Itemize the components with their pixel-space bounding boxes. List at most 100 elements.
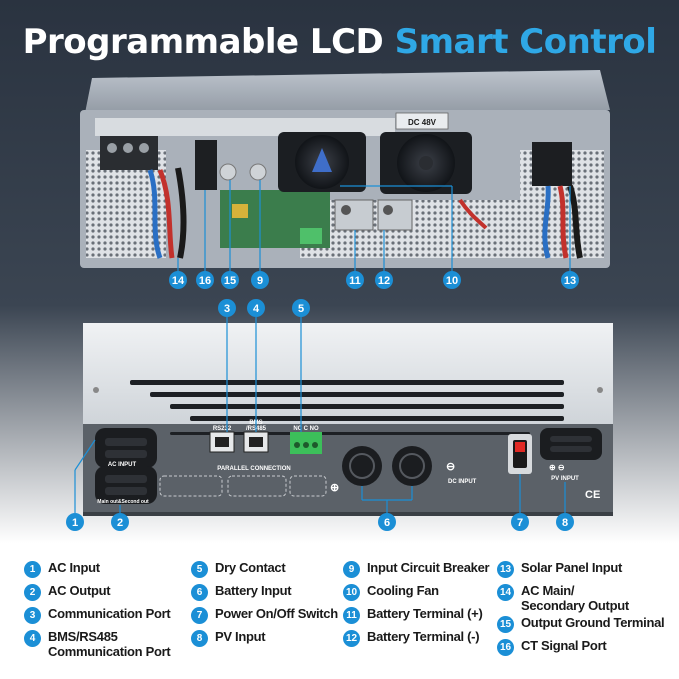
parallel-port-left [159, 475, 223, 497]
fan-logo-icon [312, 148, 332, 172]
callout-16: 16 [196, 271, 214, 289]
legend-number: 1 [24, 561, 41, 578]
headline-part2: Smart Control [394, 22, 657, 62]
screw-icon [597, 387, 603, 393]
parallel-port-right [289, 475, 327, 497]
dc48v-text: DC 48V [408, 118, 437, 127]
legend-number: 8 [191, 630, 208, 647]
legend-item: 12 Battery Terminal (-) [343, 629, 480, 647]
ac-terminal-block [100, 136, 158, 170]
ground-terminal [219, 163, 237, 181]
leader-lines [74, 180, 571, 513]
dc-minus-connector [392, 446, 432, 486]
legend-label: Battery Terminal (+) [367, 606, 483, 621]
minus-sign: ⊖ [446, 461, 455, 473]
legend-item: 10 Cooling Fan [343, 583, 439, 601]
screw-icon [93, 387, 99, 393]
svg-text:4: 4 [253, 303, 260, 315]
red-wire [157, 169, 175, 259]
battery-terminal-plus [334, 199, 374, 231]
svg-text:3: 3 [224, 303, 230, 315]
black-wire [175, 167, 187, 259]
pcb-connector [300, 228, 322, 244]
legend-label: Dry Contact [215, 560, 286, 575]
legend-label: Cooling Fan [367, 583, 439, 598]
parallel-port-mid [227, 475, 287, 497]
svg-text:11: 11 [349, 275, 361, 287]
callout-6: 6 [378, 513, 396, 531]
legend-item: 4 BMS/RS485 Communication Port [24, 629, 171, 659]
legend-label: Solar Panel Input [521, 560, 623, 575]
breaker-knob [249, 163, 267, 181]
legend-item: 8 PV Input [191, 629, 266, 647]
vent-slots [130, 380, 564, 421]
svg-text:5: 5 [298, 303, 304, 315]
svg-text:1: 1 [72, 517, 78, 529]
legend-number: 12 [343, 630, 360, 647]
callout-13: 13 [561, 271, 579, 289]
cooling-fans [278, 132, 472, 194]
legend-number: 7 [191, 607, 208, 624]
legend-number: 11 [343, 607, 360, 624]
callout-14: 14 [169, 271, 187, 289]
legend-label: CT Signal Port [521, 638, 607, 653]
legend-number: 15 [497, 616, 514, 633]
legend-label: Battery Terminal (-) [367, 629, 480, 644]
legend-number: 13 [497, 561, 514, 578]
legend-label: Output Ground Terminal [521, 615, 665, 630]
pv-input-text: PV INPUT [551, 476, 579, 482]
screw-icon [139, 143, 149, 153]
legend: 1 AC Input 2 AC Output 3 Communication P… [0, 552, 679, 679]
pv-input-socket [540, 428, 602, 460]
svg-text:8: 8 [562, 517, 568, 529]
svg-text:7: 7 [517, 517, 523, 529]
callout-1: 1 [66, 513, 84, 531]
screw-icon [123, 143, 133, 153]
headline: Programmable LCD Smart Control [0, 22, 679, 62]
legend-item: 2 AC Output [24, 583, 111, 601]
callout-10: 10 [443, 271, 461, 289]
callout-7: 7 [511, 513, 529, 531]
callout-2: 2 [111, 513, 129, 531]
svg-text:16: 16 [199, 275, 211, 287]
callout-3: 3 [218, 299, 236, 317]
legend-item: 11 Battery Terminal (+) [343, 606, 483, 624]
svg-text:14: 14 [172, 275, 185, 287]
legend-number: 3 [24, 607, 41, 624]
legend-label: AC Main/ Secondary Output [521, 583, 629, 613]
callout-markers: 14 16 15 9 11 12 10 13 3 4 5 1 2 6 7 8 [66, 271, 579, 531]
legend-item: 14 AC Main/ Secondary Output [497, 583, 629, 613]
blue-wire [147, 169, 163, 259]
ct-port [195, 140, 217, 190]
legend-label: AC Input [48, 560, 100, 575]
pv-terminal-block [532, 142, 572, 186]
legend-number: 16 [497, 639, 514, 656]
svg-text:13: 13 [564, 275, 576, 287]
legend-label: Battery Input [215, 583, 292, 598]
legend-item: 3 Communication Port [24, 606, 171, 624]
legend-label: Communication Port [48, 606, 171, 621]
svg-text:12: 12 [378, 275, 390, 287]
legend-number: 14 [497, 584, 514, 601]
svg-text:10: 10 [446, 275, 458, 287]
legend-label: PV Input [215, 629, 266, 644]
legend-item: 9 Input Circuit Breaker [343, 560, 490, 578]
parallel-text: PARALLEL CONNECTION [217, 466, 290, 472]
chassis-side [83, 323, 613, 425]
pcb-component [232, 204, 248, 218]
rs232-text: RS232 [213, 426, 232, 432]
legend-number: 4 [24, 630, 41, 647]
legend-label: Power On/Off Switch [215, 606, 338, 621]
front-panel-view: AC INPUT Main out&Second out RS232 BMS /… [83, 323, 613, 516]
callout-9: 9 [251, 271, 269, 289]
svg-text:6: 6 [384, 517, 390, 529]
legend-label: Input Circuit Breaker [367, 560, 490, 575]
legend-number: 5 [191, 561, 208, 578]
dc48v-label-plate [395, 112, 449, 130]
legend-item: 15 Output Ground Terminal [497, 615, 665, 633]
legend-item: 7 Power On/Off Switch [191, 606, 338, 624]
headline-part1: Programmable LCD [22, 22, 395, 62]
lid [84, 70, 610, 118]
legend-number: 9 [343, 561, 360, 578]
